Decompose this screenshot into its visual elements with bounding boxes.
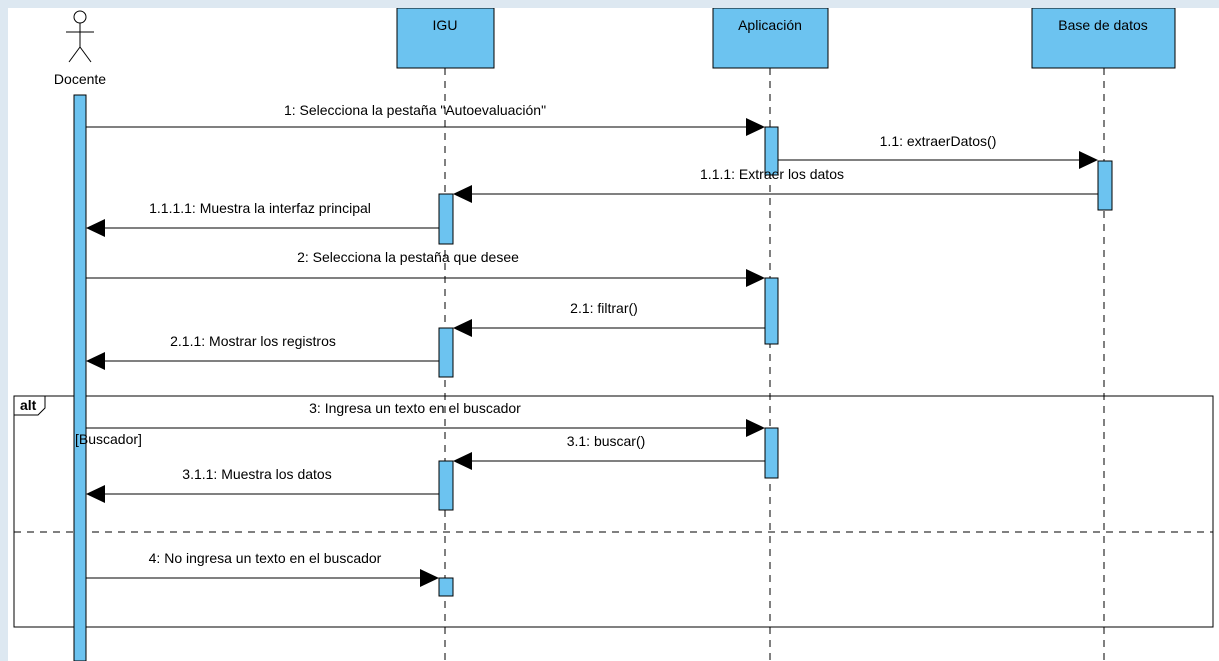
sequence-diagram: Docente IGU Aplicación Base de datos alt… [13,8,1214,661]
message-3-1-label: 3.1: buscar() [567,433,646,449]
message-2-label: 2: Selecciona la pestaña que desee [297,249,519,265]
message-2-arrowhead-icon [746,269,765,287]
message-4-label: 4: No ingresa un texto en el buscador [149,550,382,566]
message-2-1-1-arrowhead-icon [86,352,105,370]
activation-aplicacion-1 [764,126,779,176]
message-3-1[interactable]: 3.1: buscar() [453,433,765,470]
activation-igu-1 [438,193,454,245]
message-3-arrowhead-icon [746,419,765,437]
message-1-1-1-1[interactable]: 1.1.1.1: Muestra la interfaz principal [86,200,439,237]
message-1-1[interactable]: 1.1: extraerDatos() [778,133,1098,169]
lifeline-aplicacion[interactable]: Aplicación [712,8,829,69]
message-2-1[interactable]: 2.1: filtrar() [453,300,765,337]
message-1-arrowhead-icon [746,118,765,136]
message-3-label: 3: Ingresa un texto en el buscador [309,400,521,416]
activation-base-de-datos [1097,160,1113,211]
message-3[interactable]: 3: Ingresa un texto en el buscador [86,400,765,437]
lifeline-base-de-datos-label: Base de datos [1058,17,1148,33]
message-3-1-arrowhead-icon [453,452,472,470]
lifeline-aplicacion-box [712,8,829,69]
message-4-arrowhead-icon [420,569,439,587]
actor-docente[interactable]: Docente [54,10,106,87]
activation-aplicacion-2 [764,277,779,345]
lifeline-base-de-datos[interactable]: Base de datos [1031,8,1176,69]
message-3-1-1-arrowhead-icon [86,485,105,503]
message-1-1-1-label: 1.1.1: Extraer los datos [700,166,844,182]
message-1-1-label: 1.1: extraerDatos() [880,133,997,149]
alt-frame [13,395,1214,628]
message-2-1-arrowhead-icon [453,319,472,337]
activation-igu-4 [438,577,454,597]
lifeline-igu-box [396,8,495,69]
alt-guard-label: [Buscador] [75,431,142,447]
lifeline-igu-label: IGU [433,17,458,33]
activation-igu-2 [438,327,454,378]
lifeline-aplicacion-label: Aplicación [738,17,802,33]
message-1[interactable]: 1: Selecciona la pestaña "Autoevaluación… [86,102,765,136]
actor-label: Docente [54,71,106,87]
message-2-1-1[interactable]: 2.1.1: Mostrar los registros [86,333,439,370]
activation-aplicacion-3 [764,427,779,479]
diagram-canvas: Docente IGU Aplicación Base de datos alt… [8,8,1219,661]
alt-fragment[interactable]: alt [13,395,1214,628]
actor-leg-right [79,46,92,63]
lifeline-igu[interactable]: IGU [396,8,495,69]
alt-operator-tab [13,395,46,416]
message-1-1-1[interactable]: 1.1.1: Extraer los datos [453,166,1098,203]
message-2[interactable]: 2: Selecciona la pestaña que desee [86,249,765,287]
actor-head-icon [73,10,87,24]
message-1-1-1-arrowhead-icon [453,185,472,203]
message-1-label: 1: Selecciona la pestaña "Autoevaluación… [284,102,546,118]
message-3-1-1[interactable]: 3.1.1: Muestra los datos [86,466,439,503]
activation-docente [73,94,87,661]
alt-operator-label: alt [20,397,37,413]
message-2-1-1-label: 2.1.1: Mostrar los registros [170,333,336,349]
actor-leg-left [68,46,81,63]
message-4[interactable]: 4: No ingresa un texto en el buscador [86,550,439,587]
activation-igu-3 [438,460,454,511]
message-3-1-1-label: 3.1.1: Muestra los datos [182,466,331,482]
message-1-1-arrowhead-icon [1079,151,1098,169]
message-1-1-1-1-arrowhead-icon [86,219,105,237]
message-2-1-label: 2.1: filtrar() [570,300,638,316]
message-1-1-1-1-label: 1.1.1.1: Muestra la interfaz principal [149,200,371,216]
